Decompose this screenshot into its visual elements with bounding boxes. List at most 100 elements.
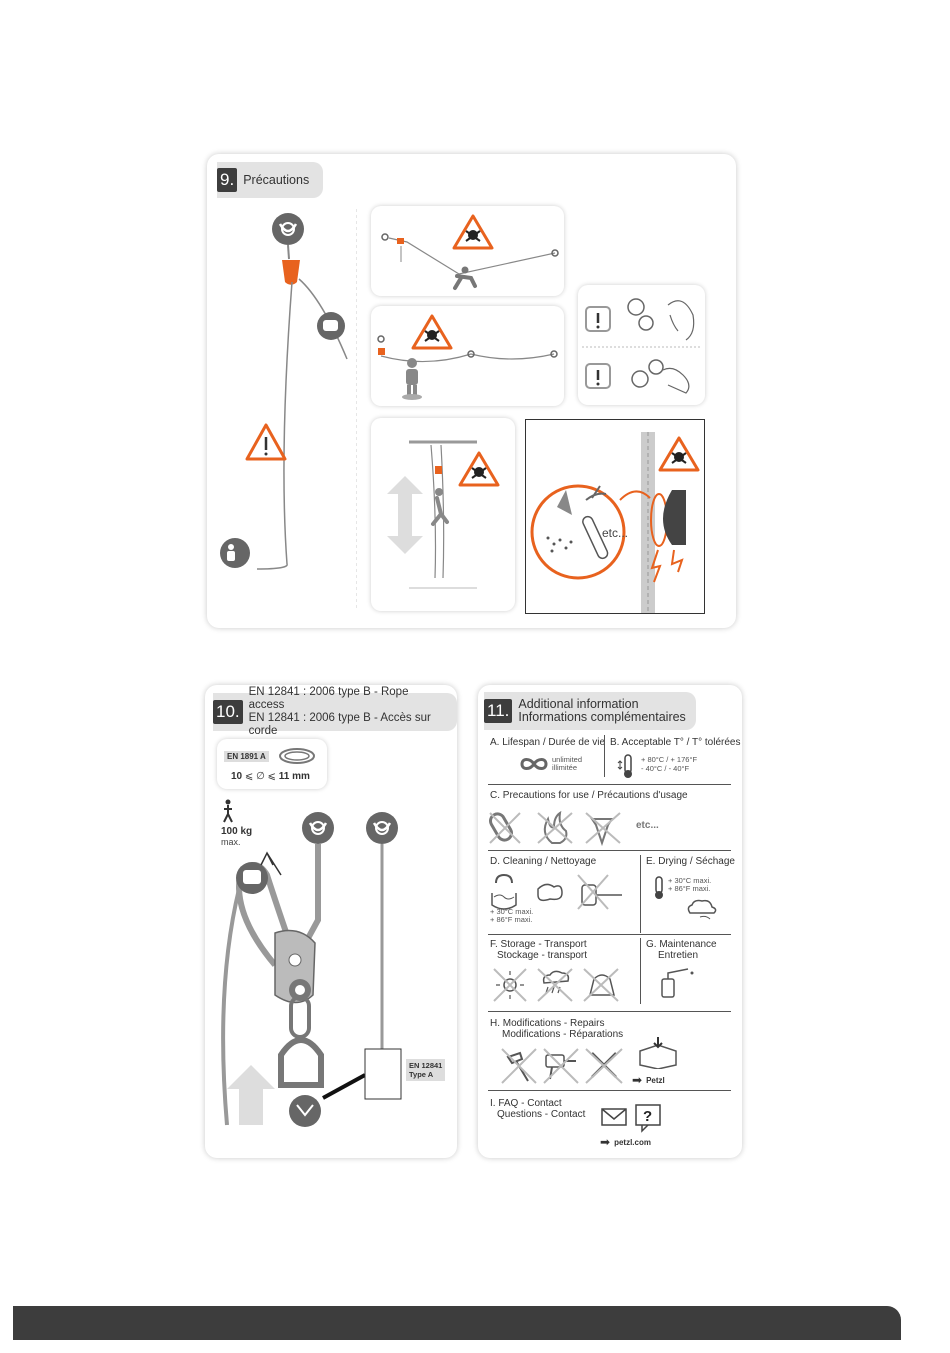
no-repair-icons bbox=[501, 1048, 623, 1084]
gear-icon bbox=[631, 359, 664, 388]
rope-diameter: 10 ⩽ ∅ ⩽ 11 mm bbox=[231, 771, 310, 782]
spark-icon bbox=[650, 549, 662, 583]
drying-temp-c: + 30°C maxi. bbox=[668, 876, 712, 885]
slack-rope-box bbox=[371, 306, 564, 406]
fire-icon bbox=[537, 810, 573, 844]
rope-spec-box: EN 1891 A 10 ⩽ ∅ ⩽ 11 mm bbox=[217, 739, 327, 789]
thermometer-icon bbox=[617, 754, 632, 778]
section-h-title-en: H. Modifications - Repairs bbox=[490, 1018, 605, 1029]
additional-info-title-en: Additional information bbox=[518, 697, 639, 711]
climber-icon bbox=[431, 488, 449, 526]
person-weight-icon bbox=[223, 799, 233, 823]
additional-info-panel: 11. Additional information Informations … bbox=[478, 685, 742, 1158]
faq-icon[interactable]: ? bbox=[635, 1104, 661, 1133]
return-box-icon bbox=[639, 1037, 677, 1069]
section-h-title-fr: Modifications - Réparations bbox=[502, 1029, 624, 1040]
sponge-icon bbox=[537, 883, 563, 902]
standard-tab: 10. EN 12841 : 2006 type B - Rope access… bbox=[213, 686, 457, 737]
device-icon bbox=[282, 260, 300, 285]
harness-icon bbox=[289, 1095, 321, 1127]
petzl-brand: Petzl bbox=[646, 1075, 665, 1085]
climbing-box bbox=[371, 418, 515, 611]
face-icon bbox=[667, 300, 695, 341]
mail-icon[interactable] bbox=[601, 1108, 627, 1126]
section-g-title-fr: Entretien bbox=[658, 950, 699, 961]
section-i-title-en: I. FAQ - Contact bbox=[490, 1098, 562, 1109]
max-load: 100 kg bbox=[221, 826, 253, 837]
petzl-website: petzl.com bbox=[614, 1137, 651, 1147]
gear-icon bbox=[627, 298, 654, 331]
device-standard-tag bbox=[364, 1048, 402, 1100]
chemical-icon bbox=[585, 812, 621, 847]
entrapment-box bbox=[578, 285, 705, 405]
section-b-title: B. Acceptable T° / T° tolérées bbox=[610, 737, 741, 748]
storage-icons bbox=[493, 968, 619, 1002]
sun-icon bbox=[493, 968, 527, 1002]
rope-diameter-max: 11 mm bbox=[278, 771, 310, 782]
rain-icon bbox=[537, 968, 573, 1002]
device-on-rope-illustration bbox=[221, 812, 402, 1127]
cleaning-temp-f: + 86°F maxi. bbox=[490, 915, 533, 924]
carabiner-icon bbox=[489, 812, 521, 844]
precautions-icons bbox=[489, 810, 621, 847]
hazards-circle bbox=[530, 484, 626, 580]
tap-water-icon bbox=[491, 873, 517, 910]
standard-panel: 10. EN 12841 : 2006 type B - Rope access… bbox=[205, 685, 457, 1158]
standard-title-fr: EN 12841 : 2006 type B - Accès sur corde bbox=[248, 712, 431, 737]
arrow-right-icon: ➡ bbox=[632, 1073, 643, 1087]
petzl-link[interactable]: ➡ Petzl bbox=[632, 1073, 665, 1087]
lifespan-value-fr: illimitée bbox=[552, 763, 578, 772]
rope-illustration bbox=[220, 209, 357, 609]
section-c-title: C. Precautions for use / Précautions d'u… bbox=[490, 790, 688, 801]
device-standard-line2: Type A bbox=[409, 1070, 434, 1079]
footer-bar bbox=[13, 1306, 901, 1340]
svg-text:?: ? bbox=[643, 1108, 652, 1125]
fall-hazard-box bbox=[371, 206, 564, 296]
max-label: max. bbox=[221, 837, 241, 847]
drill-icon bbox=[543, 1048, 579, 1084]
standard-title-en: EN 12841 : 2006 type B - Rope access bbox=[248, 686, 409, 711]
precautions-panel: 9. Précautions bbox=[207, 154, 736, 628]
etc-label: etc... bbox=[602, 526, 628, 540]
website-link[interactable]: ➡ petzl.com bbox=[600, 1135, 651, 1149]
device-standard-line1: EN 12841 bbox=[409, 1061, 443, 1070]
hand-icon bbox=[662, 367, 690, 394]
falling-person-icon bbox=[453, 266, 477, 290]
section-e-title: E. Drying / Séchage bbox=[646, 856, 735, 867]
anchor-icon bbox=[272, 213, 304, 245]
section-title: Précautions bbox=[243, 172, 310, 187]
device-storage-icon bbox=[583, 968, 619, 1002]
drying-thermometer-icon bbox=[655, 876, 663, 899]
up-arrow-icon bbox=[227, 1065, 275, 1125]
section-g-title-en: G. Maintenance bbox=[646, 939, 717, 950]
lifespan-value-en: unlimited bbox=[552, 755, 583, 764]
cleaning-icons bbox=[491, 873, 622, 910]
temperature-max: + 80°C / + 176°F bbox=[641, 755, 698, 764]
section-i-title-fr: Questions - Contact bbox=[497, 1109, 586, 1120]
rope-diameter-min: 10 bbox=[231, 771, 243, 782]
section-d-title: D. Cleaning / Nettoyage bbox=[490, 856, 597, 867]
diameter-range-icon: ⩽ ∅ ⩽ bbox=[244, 771, 279, 782]
section-number: 9. bbox=[217, 168, 238, 192]
anchor-icon bbox=[302, 812, 334, 844]
infinity-icon bbox=[520, 758, 548, 770]
section-f-title-en: F. Storage - Transport bbox=[490, 939, 587, 950]
precautions-etc: etc... bbox=[636, 820, 659, 831]
drying-temp-f: + 86°F maxi. bbox=[668, 884, 711, 893]
up-down-arrow-icon bbox=[387, 476, 423, 554]
anchor-icon bbox=[366, 812, 398, 844]
device-standard-label: EN 12841 Type A bbox=[406, 1059, 446, 1081]
section-number: 11. bbox=[484, 699, 513, 723]
hammer-icon bbox=[501, 1048, 537, 1084]
arrow-right-icon: ➡ bbox=[600, 1135, 611, 1149]
section-number: 10. bbox=[213, 700, 243, 724]
pressure-washer-icon bbox=[577, 874, 622, 910]
arrow-icon bbox=[260, 851, 282, 876]
section-f-title-fr: Stockage - transport bbox=[497, 950, 588, 961]
rope-coil-icon bbox=[279, 748, 315, 764]
rope-damage-box: etc... bbox=[525, 419, 705, 614]
rope-standard-badge: EN 1891 A bbox=[224, 751, 269, 762]
section-a-title: A. Lifespan / Durée de vie bbox=[490, 737, 606, 748]
precautions-tab: 9. Précautions bbox=[217, 162, 324, 198]
air-dry-icon bbox=[687, 899, 717, 920]
